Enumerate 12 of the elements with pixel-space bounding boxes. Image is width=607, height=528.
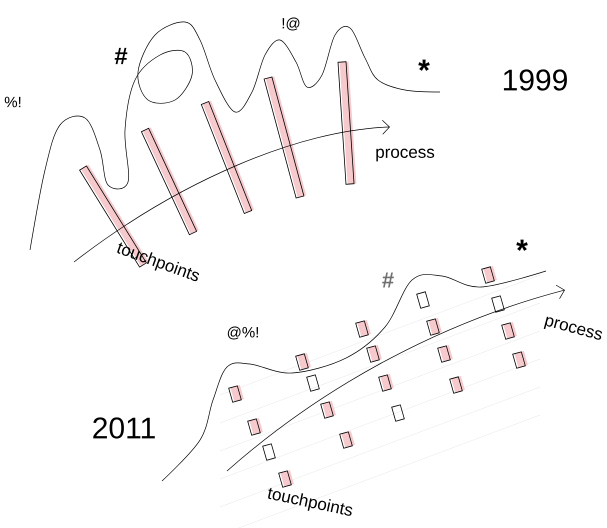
sketch-label: %! xyxy=(4,96,20,108)
sketch-label: # xyxy=(114,48,128,64)
sketch-label: * xyxy=(418,60,430,71)
sketch-label: @%! xyxy=(228,326,258,340)
sketch-label: * xyxy=(516,240,528,251)
sketch-label: !@ xyxy=(282,18,300,30)
sketch-label: 2011 xyxy=(93,417,155,439)
sketch-label: process xyxy=(544,316,602,340)
sketch-label: # xyxy=(382,272,394,288)
sketch-label: process xyxy=(376,148,434,162)
sketch-label: 1999 xyxy=(504,69,567,91)
sketch-label: touchpoints xyxy=(268,488,352,516)
